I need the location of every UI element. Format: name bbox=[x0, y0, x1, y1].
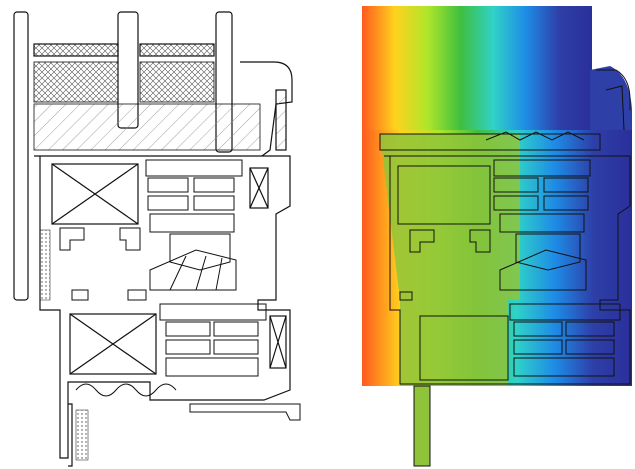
bead-gasket bbox=[275, 89, 287, 151]
lower-steel-reinforcement bbox=[69, 313, 157, 375]
outer-glass-pane bbox=[13, 11, 29, 301]
spacer-bar-left bbox=[33, 43, 119, 57]
sill-flashing bbox=[189, 403, 301, 421]
upper-chambers bbox=[145, 159, 243, 271]
thermal-outlines bbox=[379, 69, 631, 467]
lower-right-small-reinforcement bbox=[269, 315, 287, 369]
mid-clips bbox=[59, 227, 237, 301]
right-small-reinforcement bbox=[249, 167, 269, 209]
thermal-bead-zone bbox=[590, 66, 632, 130]
thermal-lower-fill bbox=[400, 300, 508, 386]
bottom-gasket bbox=[75, 409, 89, 461]
section-drawing-panel bbox=[13, 11, 301, 467]
sealant-right bbox=[139, 61, 215, 103]
drainage-wave bbox=[75, 383, 177, 397]
thermal-trim-fill bbox=[414, 386, 430, 466]
thermal-exterior-blank bbox=[592, 386, 635, 469]
sealant-left bbox=[33, 61, 119, 103]
left-gasket bbox=[39, 229, 51, 301]
lower-chambers bbox=[159, 303, 267, 377]
frame-outline bbox=[34, 155, 291, 459]
upper-steel-reinforcement bbox=[51, 163, 139, 225]
secondary-seal bbox=[33, 103, 261, 151]
thermal-frame-fill bbox=[380, 134, 520, 300]
spacer-bar-right bbox=[139, 43, 215, 57]
sill-trim bbox=[68, 403, 73, 467]
thermal-simulation-panel bbox=[362, 6, 635, 469]
